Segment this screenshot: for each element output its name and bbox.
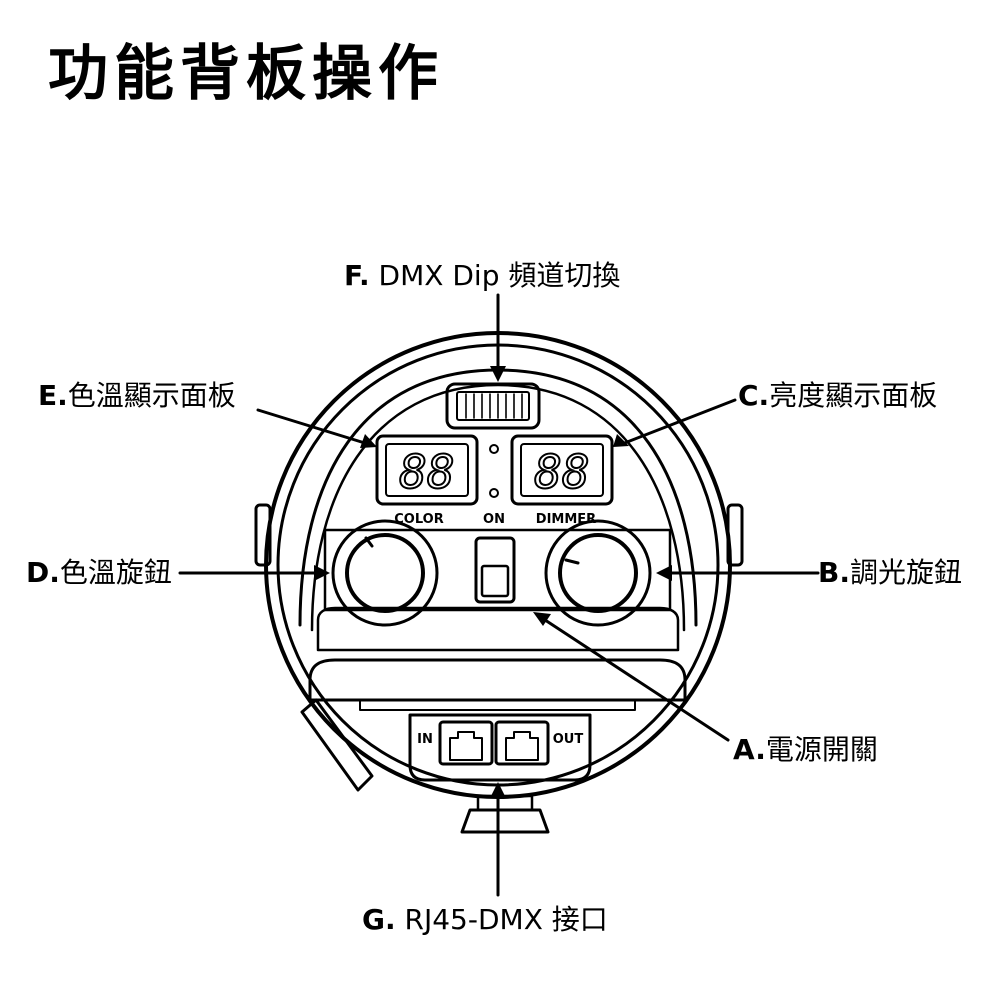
- led-bottom: [489, 488, 499, 498]
- color-display-digits: 88: [399, 445, 454, 499]
- led-top: [489, 444, 499, 454]
- power-switch: [474, 536, 516, 604]
- label-color-display: E.色溫顯示面板: [38, 379, 236, 412]
- dimmer-knob-outer: [544, 519, 652, 627]
- dimmer-display-frame: [510, 434, 614, 506]
- color-label: COLOR: [394, 512, 443, 527]
- dimmer-knob: [558, 533, 638, 613]
- arrow-A: [540, 616, 730, 742]
- dimmer-label: DIMMER: [536, 512, 596, 527]
- dip-switch: [445, 382, 541, 430]
- on-label: ON: [483, 512, 505, 527]
- port-panel: [408, 713, 592, 782]
- color-display-frame: [375, 434, 479, 506]
- in-label: IN: [417, 732, 433, 747]
- label-color-knob: D.色溫旋鈕: [26, 556, 172, 589]
- left-clamp: [300, 698, 374, 792]
- page-title: 功能背板操作: [48, 39, 444, 109]
- arrow-E: [256, 408, 370, 446]
- rj45-out: [494, 720, 550, 766]
- rj45-in: [438, 720, 494, 766]
- arrow-C: [620, 398, 737, 446]
- label-brightness-display: C.亮度顯示面板: [738, 379, 938, 412]
- label-power-switch: A.電源開關: [733, 733, 878, 766]
- label-rj45: G. RJ45-DMX 接口: [362, 903, 608, 936]
- label-dmx-dip: F. DMX Dip 頻道切換: [344, 259, 621, 292]
- bottom-mount: [460, 808, 550, 834]
- color-knob-outer: [331, 519, 439, 627]
- dimmer-display-digits: 88: [534, 445, 589, 499]
- color-knob: [345, 533, 425, 613]
- label-dimmer-knob: B.調光旋鈕: [818, 556, 962, 589]
- out-label: OUT: [553, 732, 584, 747]
